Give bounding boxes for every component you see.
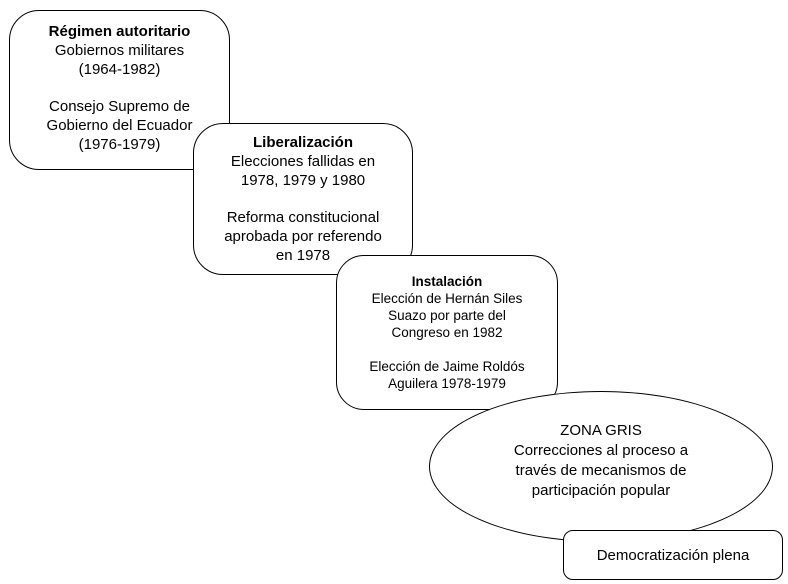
stage-line: Elecciones fallidas en <box>230 153 376 170</box>
stage-title: Liberalización <box>252 134 354 151</box>
stage-line: en 1978 <box>275 247 331 264</box>
stage-line: Consejo Supremo de <box>49 98 190 115</box>
gray-zone-title: ZONA GRIS <box>560 421 642 439</box>
full-democratization-label: Democratización plena <box>596 546 750 564</box>
stage-title: Régimen autoritario <box>48 23 191 40</box>
stage-line: Reforma constitucional <box>226 209 380 226</box>
stage-liberalization: Liberalización Elecciones fallidas en 19… <box>193 123 413 275</box>
stage-line: Congreso en 1982 <box>391 325 503 340</box>
stage-line: Gobiernos militares <box>54 42 185 59</box>
stage-line: (1964-1982) <box>78 61 161 78</box>
stage-line: Gobierno del Ecuador <box>46 117 193 134</box>
gray-zone-line: través de mecanismos de <box>515 461 687 479</box>
stage-line: 1978, 1979 y 1980 <box>240 172 366 189</box>
stage-installation: Instalación Elección de Hernán Siles Sua… <box>336 255 558 410</box>
stage-authoritarian-regime: Régimen autoritario Gobiernos militares … <box>9 10 230 170</box>
stage-line: Suazo por parte del <box>388 308 506 323</box>
stage-line: aprobada por referendo <box>224 228 382 245</box>
stage-title: Instalación <box>411 274 483 289</box>
stage-line: (1976-1979) <box>78 136 161 153</box>
stage-line: Aguilera 1978-1979 <box>388 376 506 391</box>
stage-line: Elección de Hernán Siles <box>371 291 523 306</box>
gray-zone-line: participación popular <box>531 481 671 499</box>
gray-zone-line: Correcciones al proceso a <box>513 441 689 459</box>
gray-zone-ellipse: ZONA GRIS Correcciones al proceso a trav… <box>429 391 773 542</box>
stage-line: Elección de Jaime Roldós <box>369 359 525 374</box>
full-democratization-box: Democratización plena <box>563 530 783 580</box>
